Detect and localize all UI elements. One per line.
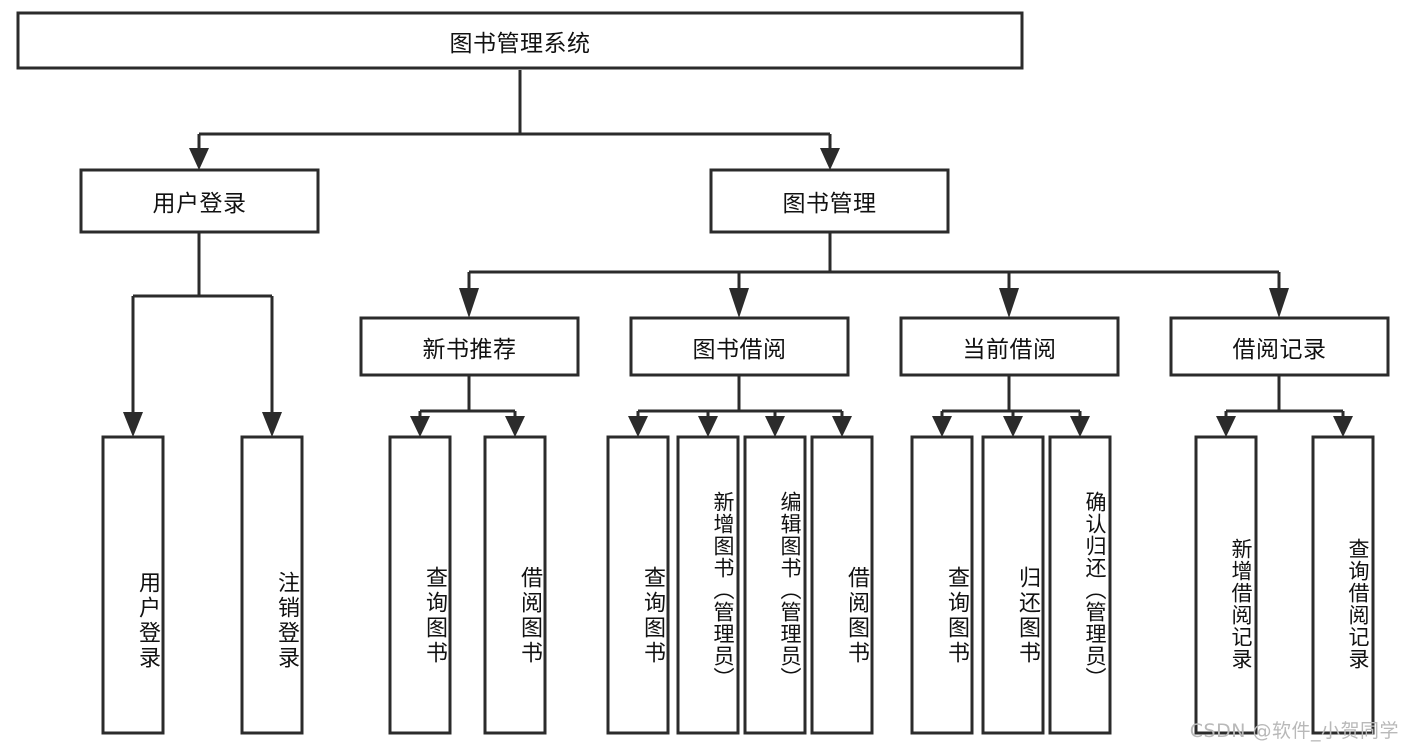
node-box-leaf-borrow-book-2[interactable]	[810, 435, 874, 735]
csdn-watermark: CSDN @软件_小贺同学	[1189, 720, 1399, 742]
node-box-leaf-user-login[interactable]	[101, 435, 165, 735]
node-box-book-manage[interactable]	[709, 168, 950, 234]
arrowhead-leaf-return-book	[1003, 416, 1023, 437]
arrowhead-leaf-add-book	[698, 416, 718, 437]
connector-group	[123, 70, 1353, 437]
arrowhead-leaf-query-book-2	[628, 416, 648, 437]
node-box-borrow-record[interactable]	[1169, 316, 1390, 377]
node-box-leaf-logout-login[interactable]	[240, 435, 304, 735]
node-box-leaf-query-book-3[interactable]	[910, 435, 974, 735]
arrowhead-current-borrow	[999, 288, 1019, 318]
node-box-leaf-borrow-book-1[interactable]	[483, 435, 547, 735]
node-box-root[interactable]	[16, 11, 1024, 70]
arrowhead-book-borrow	[729, 288, 749, 318]
node-box-leaf-add-record[interactable]	[1194, 435, 1258, 735]
arrowhead-leaf-query-book-1	[410, 416, 430, 437]
node-box-user-login[interactable]	[79, 168, 320, 234]
arrowhead-user-login	[189, 148, 209, 170]
node-box-group	[16, 11, 1390, 735]
node-box-leaf-query-record[interactable]	[1311, 435, 1375, 735]
arrowhead-leaf-borrow-book-1	[505, 416, 525, 437]
arrowhead-new-book-recommend	[459, 288, 479, 318]
node-box-leaf-edit-book[interactable]	[743, 435, 807, 735]
node-box-leaf-query-book-2[interactable]	[606, 435, 670, 735]
arrowhead-book-manage	[820, 148, 840, 170]
arrowhead-leaf-query-record	[1333, 416, 1353, 437]
node-box-current-borrow[interactable]	[899, 316, 1120, 377]
arrowhead-leaf-confirm-return	[1070, 416, 1090, 437]
node-box-new-book-recommend[interactable]	[359, 316, 580, 377]
node-box-leaf-confirm-return[interactable]	[1048, 435, 1112, 735]
node-box-leaf-query-book-1[interactable]	[388, 435, 452, 735]
arrowhead-leaf-logout-login	[262, 412, 282, 437]
arrowhead-leaf-query-book-3	[932, 416, 952, 437]
node-box-leaf-return-book[interactable]	[981, 435, 1045, 735]
arrowhead-leaf-user-login	[123, 412, 143, 437]
arrowhead-leaf-borrow-book-2	[832, 416, 852, 437]
arrowhead-leaf-edit-book	[765, 416, 785, 437]
arrowhead-leaf-add-record	[1216, 416, 1236, 437]
node-box-book-borrow[interactable]	[629, 316, 850, 377]
arrowhead-borrow-record	[1269, 288, 1289, 318]
node-box-leaf-add-book[interactable]	[676, 435, 740, 735]
